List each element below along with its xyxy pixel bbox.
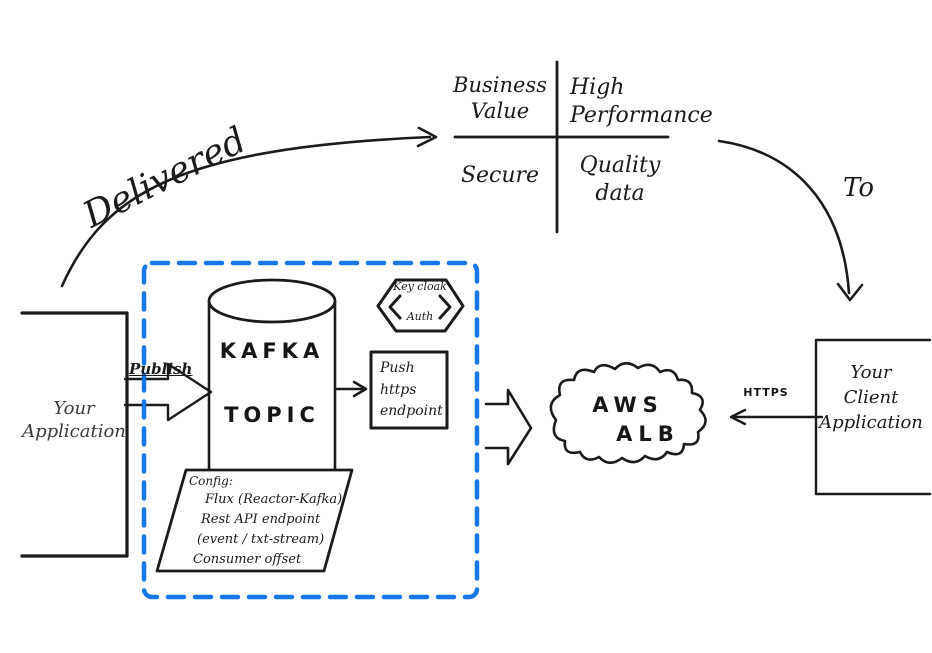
config-title: Config:: [189, 474, 233, 488]
quadrant-high-performance-label: High Performance: [570, 75, 713, 128]
config-parallelogram: [155, 468, 354, 573]
kafka-cylinder-top: [207, 278, 337, 324]
https-label: HTTPS: [743, 386, 789, 399]
keycloak-name-label: Key cloak: [393, 280, 447, 293]
https-arrowhead-icon: [729, 408, 747, 426]
your-application-box: [20, 311, 129, 558]
aws-label: AWS: [592, 393, 664, 417]
delivered-arrowhead-icon: [416, 126, 438, 148]
your-client-application-label: Your Client Application: [819, 362, 923, 434]
keycloak-auth-label: Auth: [406, 310, 434, 323]
boundary-to-cloud-arrow: [484, 388, 533, 466]
alb-label: ALB: [616, 422, 680, 446]
keycloak-left-chevron-icon: [388, 294, 402, 320]
keycloak-right-chevron-icon: [438, 294, 452, 320]
aws-alb-cloud: [549, 361, 707, 465]
to-label: To: [843, 173, 874, 203]
kafka-boundary-dashed-box: [141, 260, 480, 600]
publish-block-arrow: [123, 362, 213, 422]
topic-to-endpoint-arrowhead-icon: [352, 380, 368, 398]
to-arrowhead-icon: [836, 282, 864, 302]
quadrant-quality-data-label: Quality data: [579, 153, 661, 206]
your-application-label: Your Application: [22, 398, 126, 442]
push-endpoint-box: [369, 350, 449, 430]
config-line: Rest API endpoint: [201, 512, 321, 527]
your-client-application-box: [814, 338, 932, 496]
config-line: Flux (Reactor-Kafka): [205, 492, 343, 507]
delivered-curve-arrow: [60, 135, 432, 288]
push-endpoint-label: Push https endpoint: [380, 360, 443, 420]
quadrant-secure-label: Secure: [460, 163, 540, 188]
quadrant-business-value-label: Business Value: [453, 73, 547, 124]
kafka-label-line1: KAFKA: [219, 339, 325, 363]
config-line: Consumer offset: [193, 552, 302, 567]
to-curve-arrow: [717, 139, 851, 295]
kafka-label-line2: TOPIC: [224, 403, 320, 427]
config-line: (event / txt-stream): [197, 532, 325, 547]
publish-label: Publish: [129, 360, 193, 378]
